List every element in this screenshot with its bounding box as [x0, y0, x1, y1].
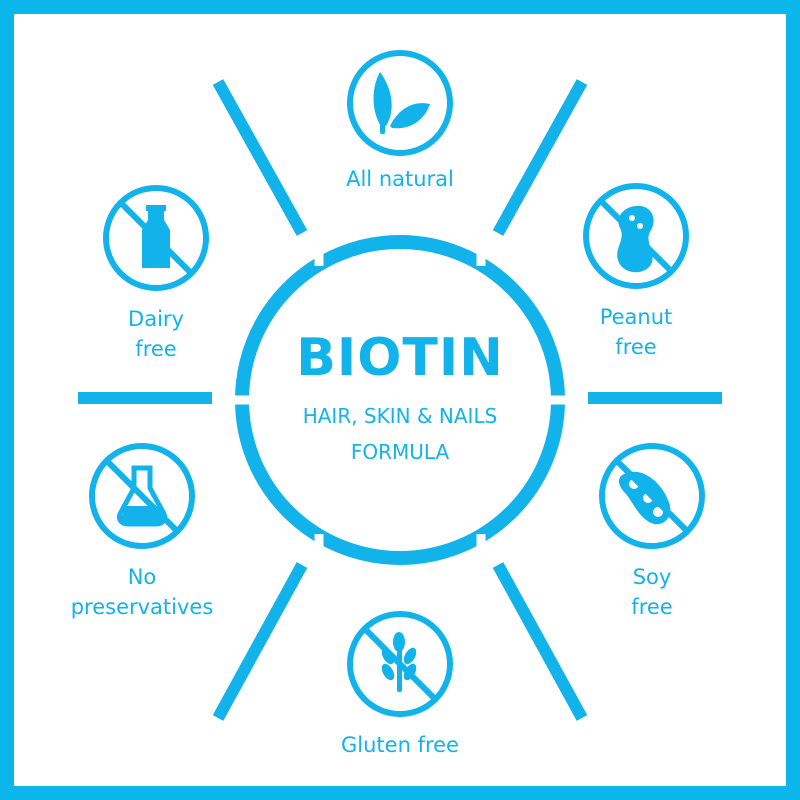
no-wheat-icon [347, 611, 453, 717]
subtitle-line: FORMULA [350, 440, 450, 464]
label-line: free [135, 337, 177, 361]
subtitle-line: HAIR, SKIN & NAILS [302, 404, 498, 428]
feature-label-dairy-free: Dairy free [86, 304, 226, 364]
label-line: Soy [632, 565, 672, 589]
label-line: free [631, 595, 673, 619]
center-title: BIOTIN [296, 328, 504, 388]
no-flask-icon [89, 443, 195, 549]
no-soy-icon [599, 443, 705, 549]
feature-label-gluten-free: Gluten free [300, 730, 500, 760]
no-peanut-icon [583, 183, 689, 289]
label-line: free [615, 335, 657, 359]
no-milk-bottle-icon [103, 185, 209, 291]
leaf-icon [347, 50, 453, 156]
ray-line [212, 79, 308, 236]
label-line: preservatives [70, 595, 214, 619]
label-line: No [127, 565, 157, 589]
feature-label-soy-free: Soy free [582, 562, 722, 622]
center-subtitle: HAIR, SKIN & NAILS FORMULA [240, 398, 560, 470]
label-line: All natural [346, 167, 454, 191]
label-line: Dairy [128, 307, 184, 331]
feature-label-no-preservatives: No preservatives [40, 562, 244, 622]
label-line: Peanut [599, 305, 673, 329]
feature-label-peanut-free: Peanut free [566, 302, 706, 362]
feature-label-all-natural: All natural [300, 164, 500, 194]
label-line: Gluten free [341, 733, 459, 757]
ray-line [492, 79, 588, 236]
ray-line [212, 562, 308, 721]
ray-line [492, 562, 588, 721]
